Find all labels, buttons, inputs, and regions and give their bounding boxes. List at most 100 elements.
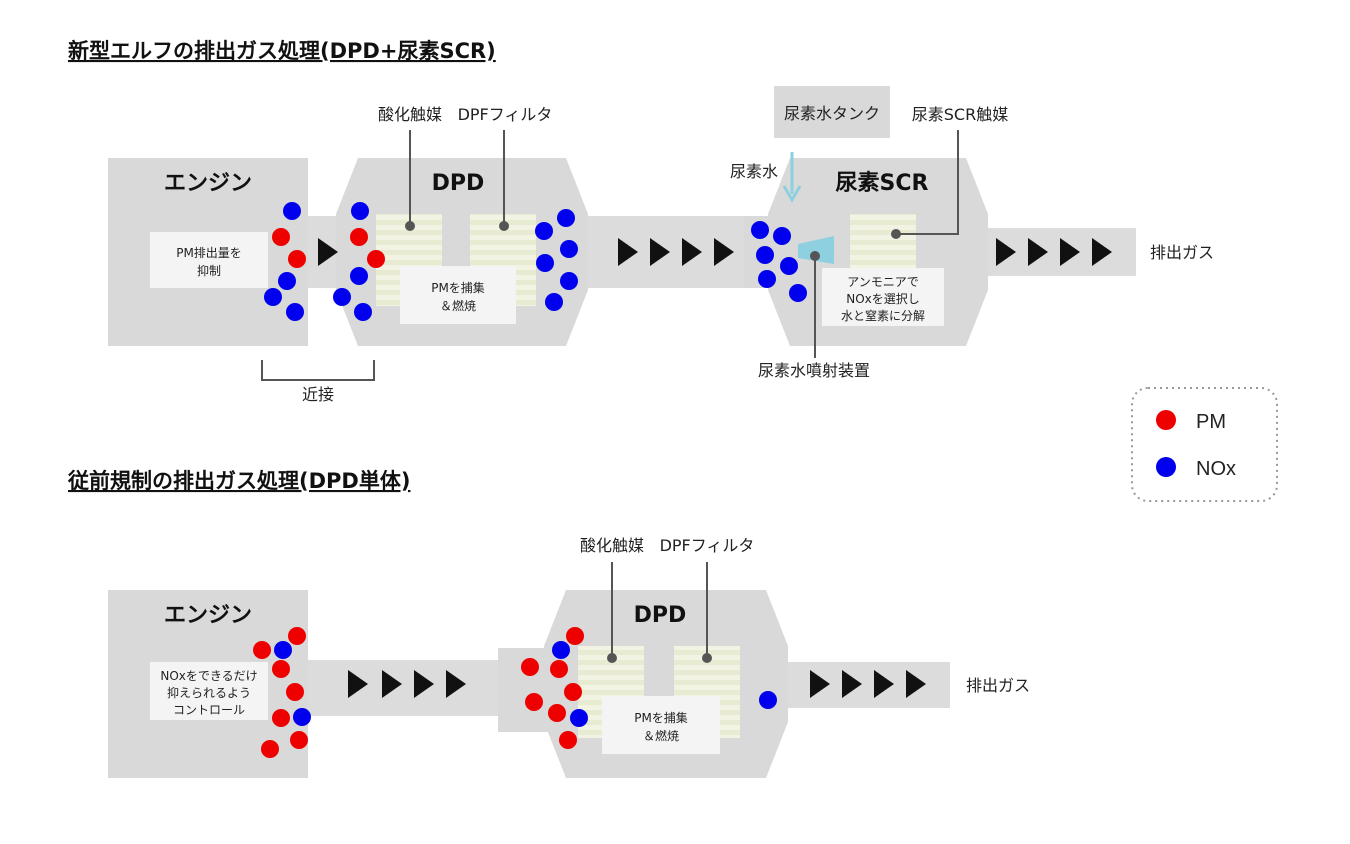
nox-particle [552,641,570,659]
bottom-engine-label: エンジン [164,603,252,628]
pm-particle [290,731,308,749]
top-proximity-bracket [261,360,375,381]
pm-particle [367,250,385,268]
top-title: 新型エルフの排出ガス処理(DPD+尿素SCR) [68,39,496,63]
bottom-flow-arrow [906,670,926,698]
nox-particle [780,257,798,275]
bottom-oxidation-catalyst-label: 酸化触媒 [580,536,644,555]
nox-particle [350,267,368,285]
nox-particle [789,284,807,302]
top-injector-leader-dot [810,251,820,261]
top-scr-note-line1: アンモニアで [847,275,919,289]
pm-particle [288,250,306,268]
top-dpf-filter-label: DPFフィルタ [458,105,553,124]
bottom-engine-note-line1: NOxをできるだけ [160,669,257,683]
bottom-dpd-label: DPD [634,603,687,628]
bottom-exhaust-label: 排出ガス [966,676,1030,695]
top-dpd-label: DPD [432,171,485,196]
bottom-flow-arrow [842,670,862,698]
top-injector-label: 尿素水噴射装置 [758,361,870,380]
top-urea-tank-label: 尿素水タンク [784,104,880,123]
top-flow-arrow [1028,238,1048,266]
top-exhaust-label: 排出ガス [1150,243,1214,262]
nox-particle [560,240,578,258]
nox-particle [351,202,369,220]
pm-particle [559,731,577,749]
pm-particle [253,641,271,659]
bottom-engine-note-line2: 抑えられるよう [167,685,251,700]
top-urea-water-label: 尿素水 [730,162,778,181]
pm-particle [261,740,279,758]
top-engine-note-box [150,232,268,288]
top-scr-catalyst-leader [896,130,959,235]
top-oxidation-catalyst-label: 酸化触媒 [378,105,442,124]
top-injector-nozzle [798,236,834,264]
bottom-pipe-engine-dpd [300,660,510,716]
top-flow-arrow [996,238,1016,266]
top-dpf-leader-dot [499,221,509,231]
nox-particle [278,272,296,290]
bottom-dpf-leader-dot [702,653,712,663]
top-scr-catalyst-label: 尿素SCR触媒 [912,105,1008,124]
bottom-flow-arrow [414,670,434,698]
top-engine-note-line2: 抑制 [197,263,221,278]
top-flow-arrow [318,238,338,266]
top-dpd-note-box [400,266,516,324]
bottom-dpf-filter-label: DPFフィルタ [660,536,755,555]
nox-particle [759,691,777,709]
bottom-engine-note-line3: コントロール [173,703,245,717]
pm-particle [272,228,290,246]
pm-particle [548,704,566,722]
bottom-oxidation-leader-dot [607,653,617,663]
nox-particle [535,222,553,240]
legend-nox-label: NOx [1196,458,1236,480]
top-scr-note-line2: NOxを選択し [846,292,920,306]
bottom-dpd-note-line1: PMを捕集 [634,710,688,725]
pm-particle [564,683,582,701]
pm-particle [525,693,543,711]
nox-particle [264,288,282,306]
nox-particle [773,227,791,245]
nox-particle [545,293,563,311]
bottom-dpd-note-box [602,696,720,754]
pm-particle [350,228,368,246]
nox-particle [758,270,776,288]
nox-particle [536,254,554,272]
pm-particle [288,627,306,645]
top-flow-arrow [714,238,734,266]
bottom-flow-arrow [382,670,402,698]
nox-particle [293,708,311,726]
bottom-flow-arrow [810,670,830,698]
pm-particle [272,709,290,727]
nox-particle [560,272,578,290]
nox-particle [283,202,301,220]
nox-particle [333,288,351,306]
bottom-title: 従前規制の排出ガス処理(DPD単体) [67,469,410,493]
bottom-dpd-note-line2: ＆燃焼 [643,728,679,743]
nox-particle [354,303,372,321]
top-dpd-note-line2: ＆燃焼 [440,298,476,313]
nox-particle [751,221,769,239]
top-flow-arrow [618,238,638,266]
top-dpd-note-line1: PMを捕集 [431,280,485,295]
bottom-flow-arrow [874,670,894,698]
top-urea-tank-box [774,86,890,138]
top-scr-catalyst-leader-dot [891,229,901,239]
top-flow-arrow [1060,238,1080,266]
pm-particle [286,683,304,701]
nox-particle [557,209,575,227]
top-oxidation-leader-dot [405,221,415,231]
top-flow-arrow [682,238,702,266]
top-scr-label: 尿素SCR [836,170,929,196]
nox-particle [274,641,292,659]
legend-pm-label: PM [1196,411,1226,433]
top-scr-catalyst-element [850,214,916,274]
top-scr-note-line3: 水と窒素に分解 [841,308,925,323]
pm-particle [566,627,584,645]
top-urea-flow-arrowhead [782,185,802,204]
bottom-flow-arrow [446,670,466,698]
nox-particle [570,709,588,727]
pm-particle [272,660,290,678]
legend-nox-swatch [1156,457,1176,477]
